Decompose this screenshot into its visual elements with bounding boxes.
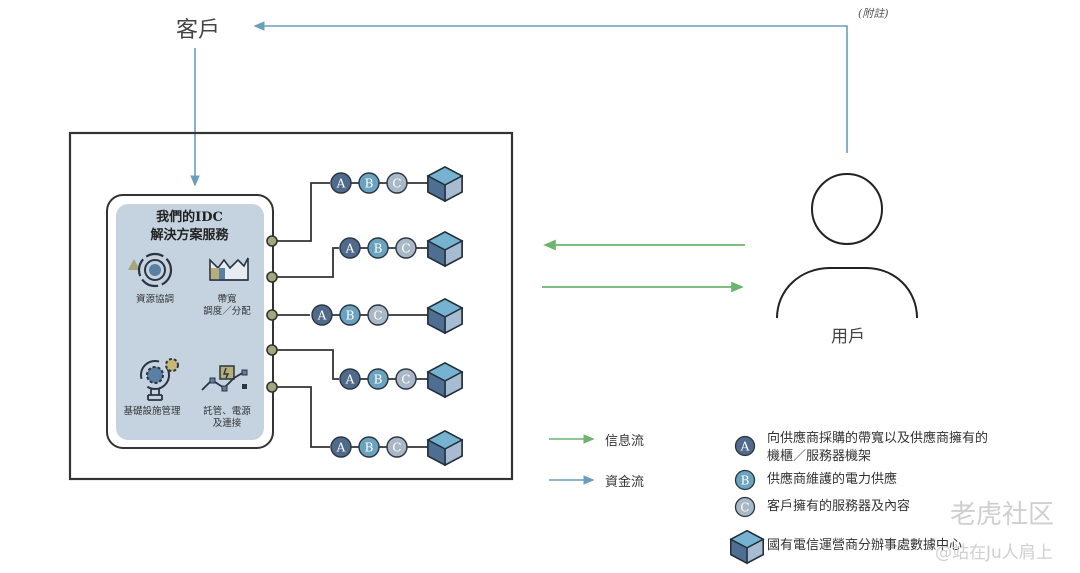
service-label-hosting-line2: 及連接: [212, 418, 242, 429]
legend-node-c: [734, 496, 756, 518]
node-c-label: C: [401, 373, 410, 387]
legend-cube-label: 國有電信運營商分辦事處數據中心: [767, 538, 963, 553]
node-b: [367, 368, 389, 390]
connector-dot: [266, 344, 278, 356]
datacenter-cube-icon: [427, 166, 463, 202]
legend-item-b: 供應商維護的電力供應: [767, 472, 898, 487]
watermark-author: @站在Ju人肩上: [935, 543, 1053, 563]
panel-title-line1: 我們的IDC: [156, 210, 223, 225]
service-label-hosting: 託管、電源 及連接: [187, 406, 267, 430]
node-c: [395, 368, 417, 390]
node-c: [367, 304, 389, 326]
branch-row: A B C: [339, 231, 463, 267]
legend-node-a-label: A: [740, 440, 750, 454]
node-b-label: B: [346, 309, 355, 323]
service-label-infrastructure: 基礎設施管理: [123, 406, 181, 417]
idc-frame: [68, 131, 514, 481]
node-a-label: A: [345, 373, 355, 387]
node-c-label: C: [373, 309, 382, 323]
node-b-label: B: [374, 373, 383, 387]
user-label: 用戶: [831, 327, 865, 347]
service-label-bandwidth: 帶寬 調度／分配: [187, 294, 267, 318]
legend-fund-flow-label: 資金流: [605, 475, 645, 490]
branch-row: A B C: [330, 166, 463, 202]
gear-infrastructure-icon: [140, 358, 179, 401]
node-a-label: A: [336, 441, 346, 455]
watermark-brand: 老虎社区: [950, 500, 1055, 530]
connector-dot: [266, 235, 278, 247]
node-b-label: B: [374, 242, 383, 256]
branch-row: A B C: [339, 362, 463, 398]
service-label-bandwidth-line2: 調度／分配: [203, 306, 251, 317]
node-a: [339, 368, 361, 390]
connector-dot: [266, 309, 278, 321]
node-a-label: A: [345, 242, 355, 256]
node-b: [358, 436, 380, 458]
node-a-label: A: [336, 177, 346, 191]
branch-lines: [272, 182, 339, 448]
node-b-label: B: [365, 441, 374, 455]
legend-node-c-label: C: [740, 501, 749, 515]
legend-item-c: 客戶擁有的服務器及內容: [767, 499, 911, 514]
node-c: [386, 172, 408, 194]
client-label: 客戶: [176, 18, 221, 43]
node-b: [339, 304, 361, 326]
bandwidth-chart-icon: [209, 257, 249, 281]
node-c-label: C: [392, 441, 401, 455]
node-a: [311, 304, 333, 326]
note-label: (附註): [858, 7, 889, 20]
legend-node-a: [734, 435, 756, 457]
branch-row: A B C: [330, 430, 463, 466]
branch-row: A B C: [311, 298, 463, 334]
node-a: [330, 436, 352, 458]
legend-item-a: 向供應商採購的帶寬以及供應商擁有的 機櫃／服務器機架: [767, 430, 988, 466]
node-b: [367, 237, 389, 259]
connector-dot: [266, 381, 278, 393]
legend-cube-icon: [729, 529, 765, 564]
legend-node-b: [734, 469, 756, 491]
power-network-icon: [201, 365, 248, 392]
legend-item-a-line2: 機櫃／服務器機架: [767, 449, 872, 464]
node-a-label: A: [317, 309, 327, 323]
panel-title-line2: 解決方案服務: [150, 228, 229, 243]
datacenter-cube-icon: [427, 362, 463, 398]
service-label-bandwidth-line1: 帶寬: [217, 294, 237, 305]
node-c: [395, 237, 417, 259]
node-b: [358, 172, 380, 194]
connector-dot: [266, 271, 278, 283]
resource-coordination-icon: [128, 252, 173, 288]
datacenter-cube-icon: [427, 298, 463, 334]
legend-info-flow-label: 信息流: [605, 434, 645, 449]
service-label-hosting-line1: 託管、電源: [203, 406, 251, 417]
node-a: [330, 172, 352, 194]
legend-node-b-label: B: [741, 474, 750, 488]
datacenter-cube-icon: [427, 231, 463, 267]
fund-flow-arrow-to-client: [253, 21, 848, 153]
user-icon: [776, 173, 918, 319]
node-c: [386, 436, 408, 458]
datacenter-cube-icon: [427, 430, 463, 466]
node-c-label: C: [392, 177, 401, 191]
panel-title: 我們的IDC 解決方案服務: [117, 209, 262, 245]
node-a: [339, 237, 361, 259]
service-label-resource-coordination: 資源協調: [135, 294, 174, 305]
node-c-label: C: [401, 242, 410, 256]
node-b-label: B: [365, 177, 374, 191]
legend-item-a-line1: 向供應商採購的帶寬以及供應商擁有的: [767, 431, 989, 446]
